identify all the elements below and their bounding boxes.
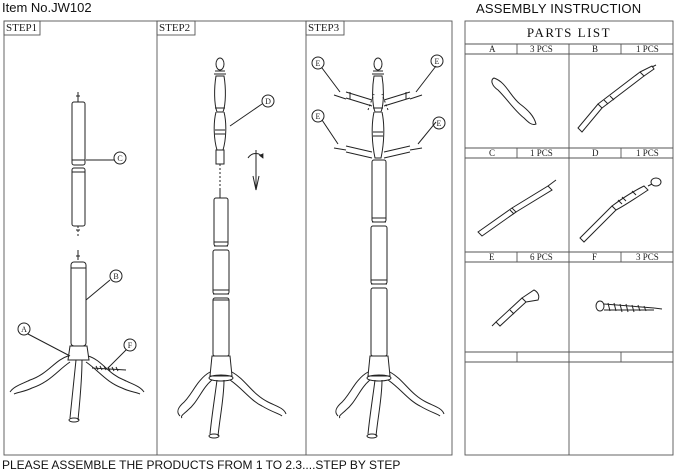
footer-instruction: PLEASE ASSEMBLE THE PRODUCTS FROM 1 TO 2…: [2, 458, 401, 472]
part-f-letter: F: [592, 252, 598, 262]
part-c-letter: C: [489, 148, 496, 158]
part-c-qty: 1 PCS: [530, 148, 553, 158]
tripod-leg-icon: [491, 77, 537, 125]
callout-f: [123, 338, 137, 352]
step2-label-box: [156, 20, 196, 36]
step3-label: STEP3: [308, 22, 340, 34]
callout-b: [109, 269, 123, 283]
middle-pole-icon: [477, 179, 557, 237]
part-b-letter: B: [592, 44, 599, 54]
lower-pole-b: [70, 261, 87, 347]
parts-list-title: PARTS LIST: [526, 25, 612, 40]
parts-list-table: [464, 20, 674, 456]
part-d-qty: 1 PCS: [636, 148, 659, 158]
part-f-qty: 3 PCS: [636, 252, 659, 262]
step1-drawing: [9, 92, 145, 423]
step2-drawing: [177, 57, 287, 439]
step3-callout-letters: E E E E: [316, 57, 442, 128]
step1-label: STEP1: [6, 22, 38, 34]
hook-peg-icon: [491, 289, 540, 327]
step3-label-box: [305, 20, 345, 36]
callout-a-letter: A: [21, 325, 27, 334]
part-b-qty: 1 PCS: [636, 44, 659, 54]
callout-c: [113, 151, 127, 165]
steps-frame: [3, 20, 453, 456]
callout-e-2-letter: E: [435, 57, 440, 66]
top-pole-icon: [579, 177, 662, 243]
tripod-leg-right: [87, 355, 145, 393]
callout-d-letter: D: [265, 97, 271, 106]
step1-callout-letters: C B A F: [21, 154, 133, 350]
item-number: Item No.JW102: [2, 0, 92, 15]
part-d-letter: D: [592, 148, 599, 158]
lower-pole-icon: [577, 64, 657, 133]
callout-e-1: [311, 56, 325, 70]
callout-e-2: [430, 54, 444, 68]
callout-c-letter: C: [117, 154, 122, 163]
step2-label: STEP2: [159, 22, 191, 34]
part-e-qty: 6 PCS: [530, 252, 553, 262]
callout-d: [261, 94, 275, 108]
part-a-qty: 3 PCS: [530, 44, 553, 54]
step3-drawing: [311, 54, 446, 439]
screw-icon: [595, 300, 663, 313]
middle-pole-c: [71, 101, 86, 166]
tripod-leg-left: [9, 355, 69, 393]
assembly-instruction-title: ASSEMBLY INSTRUCTION: [476, 1, 642, 16]
callout-e-1-letter: E: [316, 59, 321, 68]
callout-e-4-letter: E: [437, 119, 442, 128]
callout-b-letter: B: [113, 272, 118, 281]
callout-a: [17, 322, 31, 336]
step1-label-box: [3, 20, 41, 36]
part-e-letter: E: [489, 252, 495, 262]
callout-e-3-letter: E: [316, 112, 321, 121]
callout-f-letter: F: [128, 341, 133, 350]
callout-e-3: [311, 109, 325, 123]
part-a-letter: A: [489, 44, 496, 54]
tripod-leg-front: [69, 359, 77, 419]
callout-e-4: [432, 116, 446, 130]
top-finial-d: [215, 57, 225, 71]
